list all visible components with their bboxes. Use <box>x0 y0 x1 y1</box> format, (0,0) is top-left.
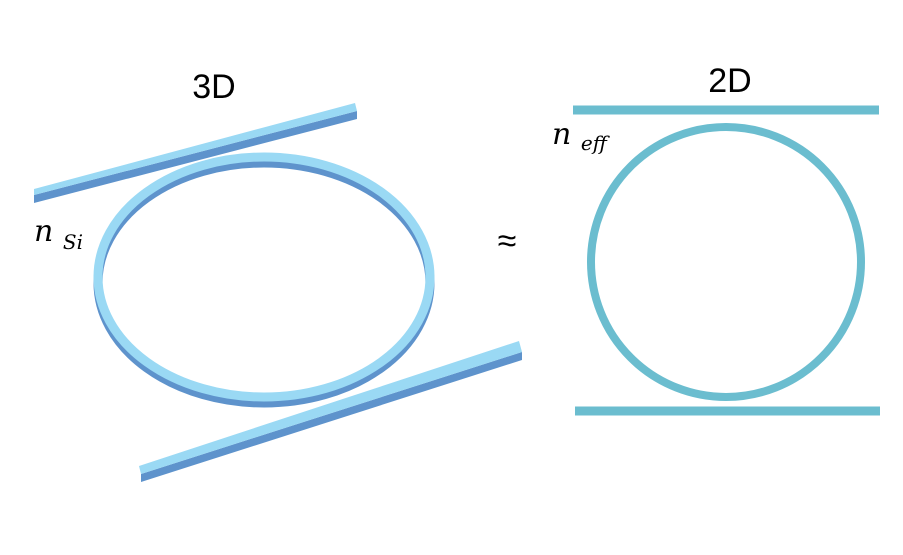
index-label-effective-base: n <box>552 117 571 152</box>
ring-3d-top-face <box>93 152 435 402</box>
approximately-equal-symbol: ≈ <box>498 222 517 260</box>
top-waveguide-side <box>34 111 357 203</box>
index-label-effective-subscript: eff <box>581 131 611 155</box>
index-label-silicon-base: n <box>34 214 53 249</box>
top-waveguide-top <box>34 103 357 195</box>
ring-2d <box>587 123 865 401</box>
index-label-effective: n eff <box>552 117 611 155</box>
bottom-waveguide-3d <box>139 341 522 482</box>
ring-3d <box>93 152 435 408</box>
bottom-waveguide-top <box>139 341 522 474</box>
bottom-waveguide-side <box>141 352 522 482</box>
index-label-silicon-subscript: Si <box>63 230 83 254</box>
panel-2d: 2D n eff <box>552 62 880 416</box>
title-3d: 3D <box>192 68 235 106</box>
panel-3d: 3D n Si <box>34 68 522 482</box>
index-label-silicon: n Si <box>34 214 83 254</box>
title-2d: 2D <box>708 62 751 100</box>
top-waveguide-3d <box>34 103 357 203</box>
